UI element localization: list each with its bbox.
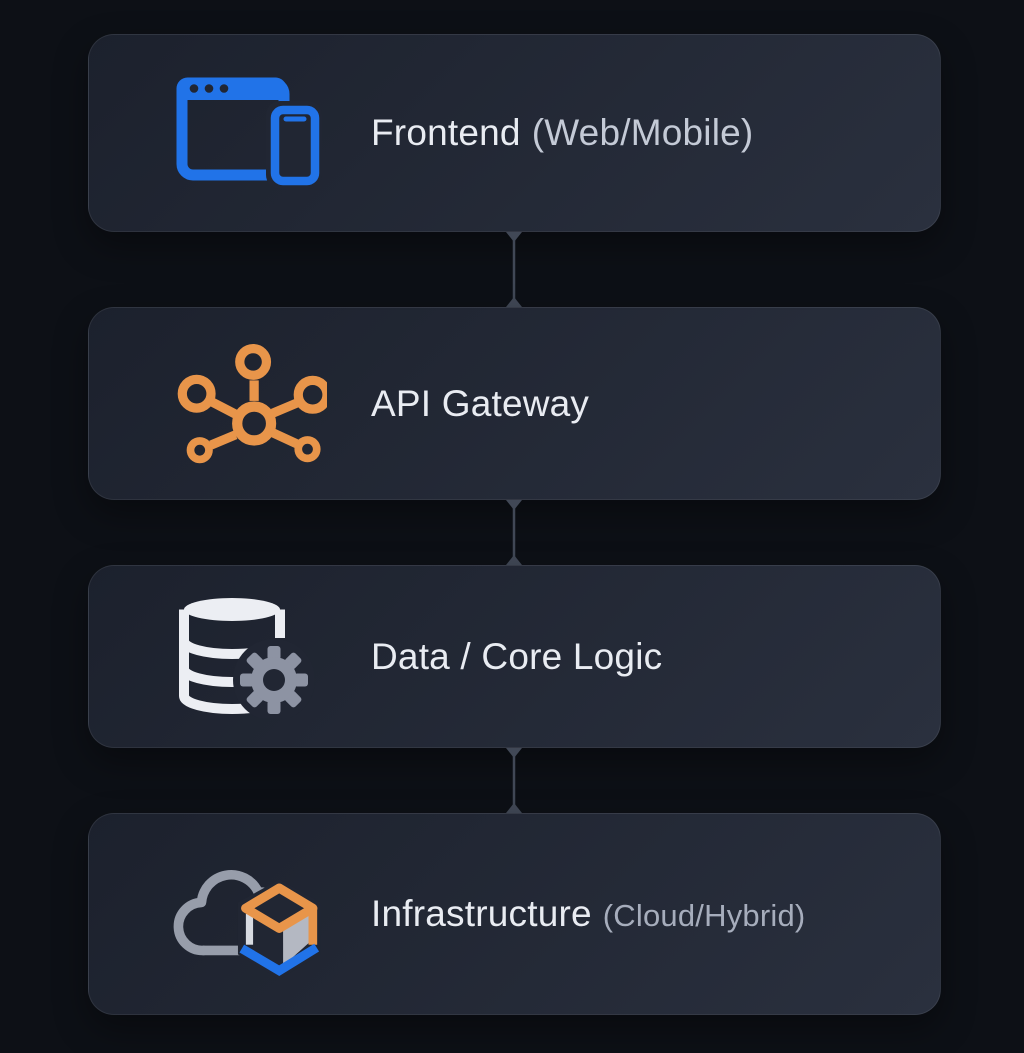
web-mobile-icon-svg <box>176 77 322 189</box>
database-gear-icon-svg <box>179 597 315 718</box>
connector <box>496 748 532 813</box>
node-subtitle: (Web/Mobile) <box>531 112 754 153</box>
cloud-cube-icon <box>165 839 333 989</box>
node-label: Infrastructure (Cloud/Hybrid) <box>371 893 805 935</box>
node-subtitle: (Cloud/Hybrid) <box>602 898 806 933</box>
database-gear-icon <box>165 596 333 718</box>
network-hub-icon <box>165 341 333 467</box>
node-infrastructure: Infrastructure (Cloud/Hybrid) <box>88 813 941 1015</box>
cloud-cube-icon-svg <box>173 870 321 980</box>
node-label: API Gateway <box>371 383 589 425</box>
node-title: Infrastructure <box>371 893 592 934</box>
connector-line-icon <box>506 748 522 813</box>
node-label: Frontend (Web/Mobile) <box>371 112 753 154</box>
network-hub-icon-svg <box>177 343 327 463</box>
connector <box>496 500 532 565</box>
node-data-core-logic: Data / Core Logic <box>88 565 941 748</box>
node-title: Data / Core Logic <box>371 635 663 677</box>
connector-line-icon <box>506 500 522 565</box>
connector-line-icon <box>506 232 522 307</box>
web-mobile-icon <box>165 73 333 193</box>
node-api-gateway: API Gateway <box>88 307 941 500</box>
gear-icon <box>240 645 308 714</box>
node-title: Frontend <box>371 112 521 153</box>
node-title: API Gateway <box>371 382 590 424</box>
node-frontend: Frontend (Web/Mobile) <box>88 34 941 232</box>
connector <box>496 232 532 307</box>
node-label: Data / Core Logic <box>371 636 662 678</box>
